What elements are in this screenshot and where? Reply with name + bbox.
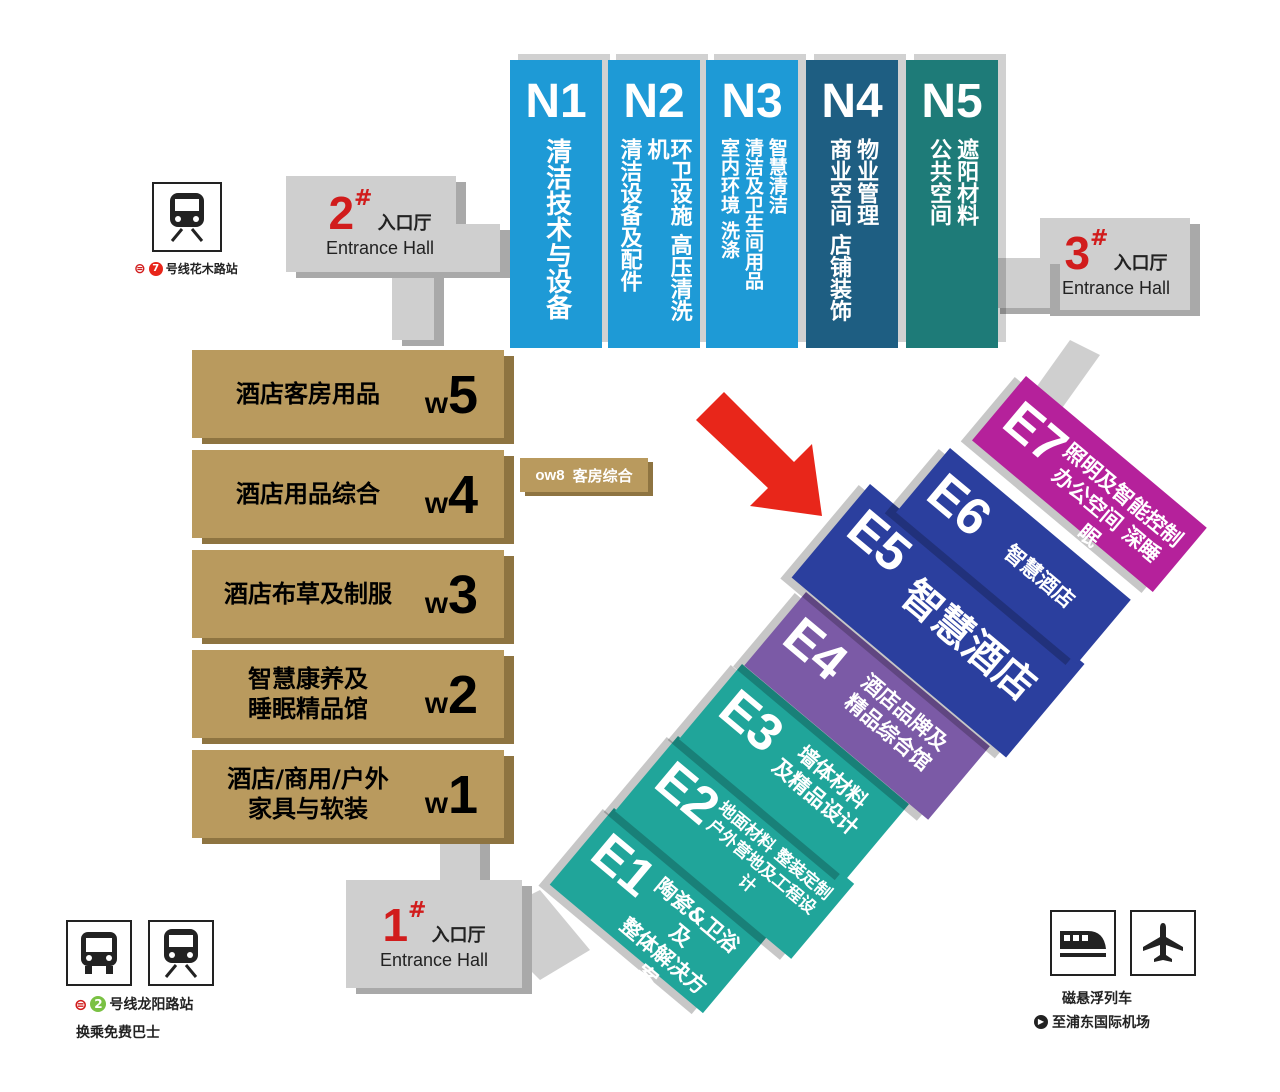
- arrow-icon: [696, 392, 822, 516]
- hall-code: N5: [921, 75, 983, 128]
- entrance-3-wing: [990, 258, 1050, 308]
- hall-label: 物业管理: [853, 138, 879, 226]
- hall-n1[interactable]: N1 清洁技术与设备: [510, 60, 602, 348]
- line2-label: ⊜ 2 号线龙阳路站: [74, 994, 194, 1014]
- metro-icon: [148, 920, 214, 986]
- hall-label: 商业空间 店铺装饰: [826, 138, 851, 322]
- hall-label: 公共空间: [926, 138, 951, 226]
- entrance-2-label: 2# 入口厅 Entrance Hall: [325, 186, 435, 258]
- maglev-icon: [1050, 910, 1116, 976]
- line7-label: ⊜ 7 号线花木路站: [134, 260, 238, 277]
- hall-label: 环卫设施 高压清洗机: [643, 138, 692, 322]
- hall-w2[interactable]: 智慧康养及 睡眠精品馆 w2: [192, 650, 504, 738]
- hall-w5[interactable]: 酒店客房用品 w5: [192, 350, 504, 438]
- hall-n2[interactable]: N2 清洁设备及配件环卫设施 高压清洗机: [608, 60, 700, 348]
- corridor-1: [440, 838, 480, 888]
- entrance-3-label: 3# 入口厅 Entrance Hall: [1061, 226, 1171, 298]
- hall-n3[interactable]: N3 室内环境 洗涤清洁及卫生间用品智慧清洁: [706, 60, 798, 348]
- hall-label: 清洁及卫生间用品: [741, 138, 764, 290]
- hall-label: 室内环境 洗涤: [718, 138, 741, 259]
- hall-label: 清洁技术与设备: [541, 138, 572, 320]
- bus-icon: [66, 920, 132, 986]
- hall-w4[interactable]: 酒店用品综合 w4: [192, 450, 504, 538]
- maglev-note: ▶ 至浦东国际机场: [1034, 1012, 1150, 1032]
- hall-w3[interactable]: 酒店布草及制服 w3: [192, 550, 504, 638]
- entrance-2: [286, 176, 456, 272]
- entrance-1-label: 1# 入口厅 Entrance Hall: [379, 898, 489, 970]
- hall-code: N2: [623, 75, 685, 128]
- hall-code: N4: [821, 75, 883, 128]
- hall-label: 遮阳材料: [953, 138, 979, 226]
- hall-n5[interactable]: N5 公共空间遮阳材料: [906, 60, 998, 348]
- entrance-3: [1040, 218, 1190, 310]
- hall-ow8[interactable]: ow8 客房综合: [520, 458, 648, 492]
- hall-code: N3: [721, 75, 783, 128]
- metro-icon: [152, 182, 222, 252]
- hall-label: 智慧清洁: [765, 138, 788, 214]
- airplane-icon: [1130, 910, 1196, 976]
- line2-note: 换乘免费巴士: [76, 1025, 160, 1041]
- hall-n4[interactable]: N4 商业空间 店铺装饰物业管理: [806, 60, 898, 348]
- hall-code: N1: [525, 75, 587, 128]
- entrance-2-wing: [440, 224, 500, 272]
- maglev-label: 磁悬浮列车: [1062, 991, 1132, 1007]
- entrance-1: [346, 880, 522, 988]
- hall-label: 清洁设备及配件: [616, 138, 642, 292]
- hall-w1[interactable]: 酒店/商用/户外 家具与软装 w1: [192, 750, 504, 838]
